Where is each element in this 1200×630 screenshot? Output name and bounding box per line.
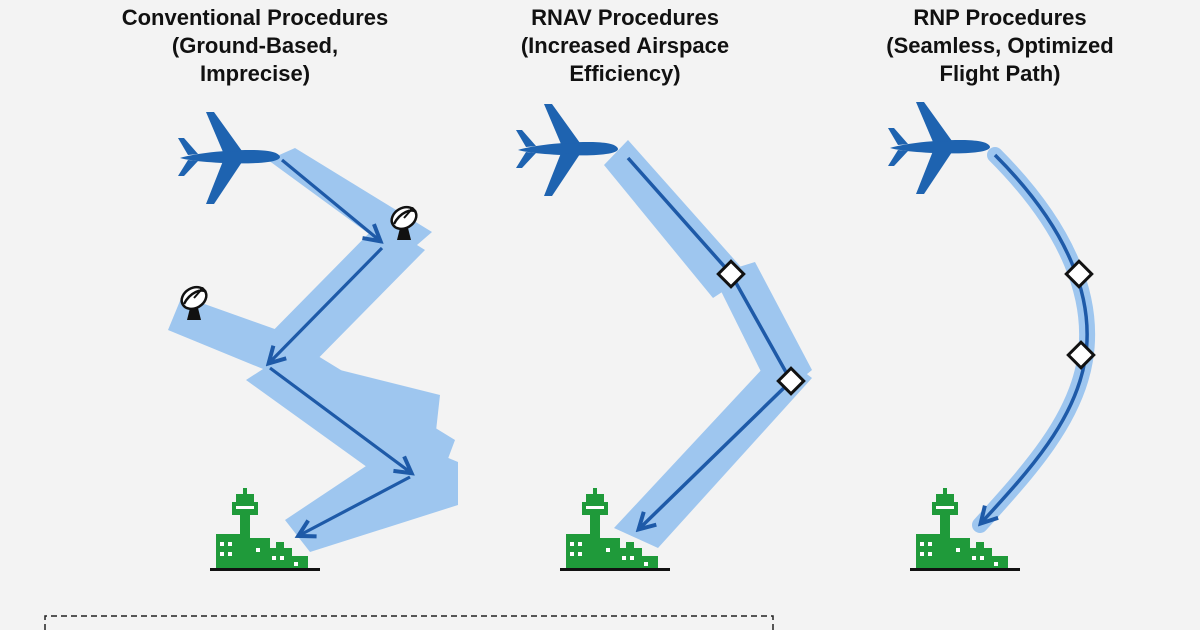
conventional-title-line-1: Conventional Procedures xyxy=(121,5,389,30)
aircraft-icon xyxy=(516,104,618,196)
rnav-title: RNAV Procedures (Increased Airspace Effi… xyxy=(455,4,795,88)
conventional-path xyxy=(270,158,410,535)
rnav-title-line-2: (Increased Airspace xyxy=(520,33,730,58)
rnav-panel xyxy=(516,104,812,571)
rnp-panel xyxy=(888,102,1096,571)
rnp-title: RNP Procedures (Seamless, Optimized Flig… xyxy=(830,4,1170,88)
rnav-title-line-1: RNAV Procedures xyxy=(531,5,719,30)
aircraft-icon xyxy=(888,102,990,194)
aircraft-icon xyxy=(178,112,280,204)
rnp-corridor xyxy=(972,147,1096,533)
conventional-panel xyxy=(168,112,458,571)
rnp-title-line-1: RNP Procedures xyxy=(913,5,1087,30)
rnp-title-line-3: Flight Path) xyxy=(939,61,1061,86)
conventional-title-line-3: Imprecise) xyxy=(199,61,311,86)
conventional-title-line-2: (Ground-Based, xyxy=(171,33,339,58)
rnav-title-line-3: Efficiency) xyxy=(569,61,681,86)
rnav-corridor xyxy=(604,140,812,548)
legend-box xyxy=(44,615,774,630)
rnp-title-line-2: (Seamless, Optimized xyxy=(886,33,1114,58)
rnav-path xyxy=(626,156,794,528)
conventional-title: Conventional Procedures (Ground-Based, I… xyxy=(70,4,440,88)
